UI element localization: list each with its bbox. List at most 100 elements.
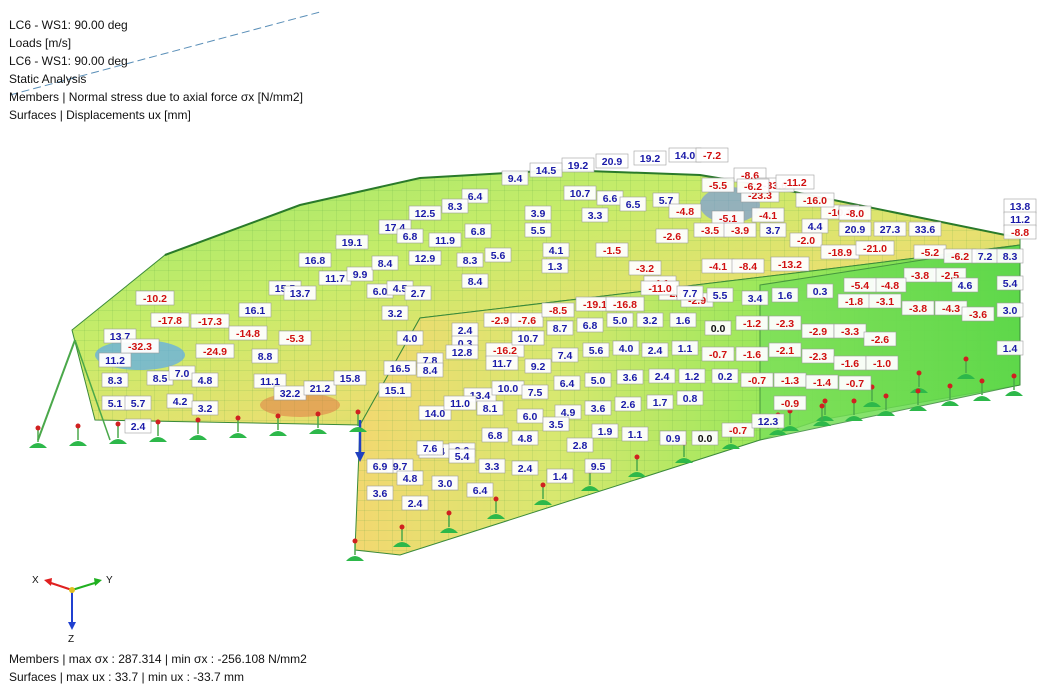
result-value-label: 16.8 <box>298 252 332 268</box>
result-value-box <box>445 344 479 360</box>
result-value-text: 6.6 <box>603 193 618 205</box>
result-value-text: 4.1 <box>549 245 564 257</box>
result-value-label: 16.5 <box>383 360 417 376</box>
result-value-text: -3.2 <box>636 263 654 275</box>
result-value-label: -18.9 <box>820 244 860 260</box>
result-value-label: 7.6 <box>416 440 444 456</box>
result-value-box <box>770 256 810 272</box>
result-value-box <box>484 247 512 263</box>
result-value-label: 8.8 <box>251 348 279 364</box>
support-icon <box>229 415 247 438</box>
result-value-text: -5.4 <box>851 280 869 292</box>
result-value-label: -2.6 <box>655 228 689 244</box>
footer-info: Members | max σx : 287.314 | min σx : -2… <box>9 650 307 686</box>
result-value-text: -6.2 <box>744 181 762 193</box>
result-value-box <box>873 221 907 237</box>
result-value-box <box>416 362 444 378</box>
result-value-text: 14.5 <box>536 165 557 177</box>
result-value-box <box>190 313 230 329</box>
result-value-label: -14.8 <box>228 325 268 341</box>
result-value-text: -2.9 <box>491 315 509 327</box>
result-value-text: 6.5 <box>626 199 641 211</box>
result-value-label: 14.5 <box>529 162 563 178</box>
result-value-box <box>150 312 190 328</box>
result-value-label: 3.5 <box>542 416 570 432</box>
support-icon <box>349 409 367 432</box>
support-icon <box>487 496 505 519</box>
footer-line: Surfaces | max ux : 33.7 | min ux : -33.… <box>9 670 244 684</box>
result-value-text: 7.0 <box>175 368 190 380</box>
result-value-label: -16.8 <box>605 296 645 312</box>
result-value-label: 4.8 <box>511 430 539 446</box>
result-value-text: 12.8 <box>452 347 473 359</box>
result-value-box <box>863 331 897 347</box>
result-value-label: 10.7 <box>511 330 545 346</box>
header-line: Members | Normal stress due to axial for… <box>9 90 303 104</box>
result-value-label: -2.0 <box>789 232 823 248</box>
result-value-box <box>612 340 640 356</box>
result-value-text: 5.5 <box>531 225 546 237</box>
result-value-box <box>546 468 574 484</box>
result-value-text: 8.4 <box>468 276 483 288</box>
result-value-box <box>695 147 729 163</box>
result-value-label: -13.2 <box>770 256 810 272</box>
result-value-box <box>668 203 702 219</box>
x-axis-arrow <box>47 581 73 591</box>
result-value-box <box>542 242 570 258</box>
result-value-text: 11.2 <box>1010 214 1030 226</box>
wind-direction-line <box>9 11 321 96</box>
result-value-label: 5.5 <box>524 222 552 238</box>
result-value-box <box>401 495 429 511</box>
result-value-text: 5.6 <box>491 250 506 262</box>
support-icon <box>29 425 47 448</box>
result-value-label: 12.9 <box>408 250 442 266</box>
result-value-text: 6.8 <box>583 320 598 332</box>
result-value-box <box>605 296 645 312</box>
result-value-label: 15.1 <box>378 382 412 398</box>
x-axis-label: X <box>32 575 39 586</box>
result-value-box <box>868 293 902 309</box>
result-value-text: 4.8 <box>518 433 533 445</box>
result-value-box <box>901 300 935 316</box>
result-value-text: 19.2 <box>568 160 589 172</box>
result-value-text: 4.0 <box>403 333 418 345</box>
result-value-label: 5.4 <box>996 275 1024 291</box>
result-value-label: 6.8 <box>481 427 509 443</box>
result-value-label: -3.3 <box>833 323 867 339</box>
result-value-box <box>751 207 785 223</box>
support-base <box>845 416 863 421</box>
result-value-text: 3.3 <box>485 461 500 473</box>
result-value-label: -5.4 <box>843 277 877 293</box>
result-value-box <box>855 240 895 256</box>
result-value-label: -2.3 <box>801 348 835 364</box>
result-value-label: 5.5 <box>706 287 734 303</box>
result-value-label: 4.1 <box>542 242 570 258</box>
result-value-text: 11.1 <box>260 376 280 388</box>
result-value-text: 11.0 <box>450 398 470 410</box>
result-value-box <box>731 258 765 274</box>
result-value-label: 8.1 <box>476 400 504 416</box>
result-value-label: -11.2 <box>775 174 815 190</box>
result-value-text: -14.8 <box>236 328 260 340</box>
result-value-label: -16.0 <box>795 192 835 208</box>
result-value-box <box>524 205 552 221</box>
result-value-text: 19.1 <box>342 237 363 249</box>
result-value-text: -16.2 <box>493 345 517 357</box>
result-value-text: 11.9 <box>435 235 455 247</box>
result-value-text: -3.1 <box>876 296 894 308</box>
result-value-label: -2.6 <box>863 331 897 347</box>
result-value-box <box>996 340 1024 356</box>
result-value-label: 2.4 <box>451 322 479 338</box>
result-value-text: -3.6 <box>969 309 987 321</box>
result-value-label: -3.5 <box>693 222 727 238</box>
result-value-text: -10.2 <box>143 293 167 305</box>
result-value-text: -0.7 <box>709 349 727 361</box>
result-value-text: 2.4 <box>408 498 423 510</box>
support-base <box>877 411 895 416</box>
result-value-box <box>701 177 735 193</box>
result-value-box <box>711 368 739 384</box>
support-node <box>75 423 81 429</box>
result-value-text: 1.1 <box>678 343 693 355</box>
